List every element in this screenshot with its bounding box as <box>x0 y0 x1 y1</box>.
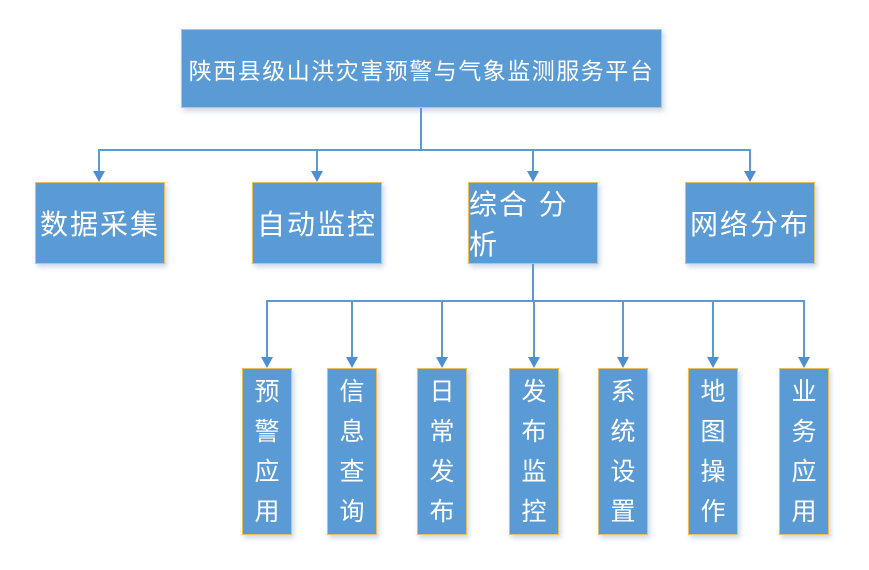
connector-drop-comprehensive-analysis <box>532 149 534 172</box>
arrow-down-icon <box>528 357 540 368</box>
arrow-down-icon <box>261 357 273 368</box>
arrow-down-icon <box>93 171 105 182</box>
connector-drop-data-collection <box>98 149 100 172</box>
arrow-down-icon <box>436 357 448 368</box>
node-label: 网络分布 <box>689 209 810 240</box>
connector-analysis-stem <box>532 264 534 301</box>
node-label: 系统设置 <box>610 377 636 526</box>
node-label: 业务应用 <box>791 377 817 526</box>
connector-drop-map-operation <box>712 300 714 358</box>
connector-drop-info-query <box>351 300 353 358</box>
node-label: 信息查询 <box>339 377 365 526</box>
arrow-down-icon <box>311 171 323 182</box>
connector-drop-network-distribution <box>749 149 751 172</box>
node-release-monitoring: 发布监控 <box>509 368 559 535</box>
connector-level2-bar <box>99 149 751 151</box>
node-auto-monitoring: 自动监控 <box>252 182 382 264</box>
node-root-platform: 陕西县级山洪灾害预警与气象监测服务平台 <box>181 29 662 108</box>
node-label: 日常发布 <box>429 377 455 526</box>
node-label: 自动监控 <box>256 209 377 240</box>
connector-root-stem <box>420 108 422 150</box>
arrow-down-icon <box>707 357 719 368</box>
node-label: 预警应用 <box>254 377 280 526</box>
node-data-collection: 数据采集 <box>35 182 165 264</box>
connector-drop-daily-release <box>441 300 443 358</box>
node-label: 数据采集 <box>39 209 160 240</box>
node-system-settings: 系统设置 <box>598 368 648 535</box>
connector-level3-bar <box>267 300 805 302</box>
node-map-operation: 地图操作 <box>688 368 738 535</box>
connector-drop-system-settings <box>622 300 624 358</box>
connector-drop-release-monitoring <box>533 300 535 358</box>
arrow-down-icon <box>798 357 810 368</box>
node-network-distribution: 网络分布 <box>685 182 815 264</box>
arrow-down-icon <box>527 171 539 182</box>
arrow-down-icon <box>346 357 358 368</box>
node-label: 综合 分析 <box>469 189 569 260</box>
connector-drop-warning-application <box>266 300 268 358</box>
node-business-application: 业务应用 <box>779 368 829 535</box>
node-daily-release: 日常发布 <box>417 368 467 535</box>
connector-drop-auto-monitoring <box>316 149 318 172</box>
arrow-down-icon <box>617 357 629 368</box>
arrow-down-icon <box>744 171 756 182</box>
node-info-query: 信息查询 <box>327 368 377 535</box>
node-warning-application: 预警应用 <box>242 368 292 535</box>
node-comprehensive-analysis: 综合 分析 <box>468 182 598 264</box>
node-root-label: 陕西县级山洪灾害预警与气象监测服务平台 <box>188 57 655 84</box>
connector-drop-business-application <box>803 300 805 358</box>
node-label: 地图操作 <box>700 377 726 526</box>
node-label: 发布监控 <box>521 377 547 526</box>
